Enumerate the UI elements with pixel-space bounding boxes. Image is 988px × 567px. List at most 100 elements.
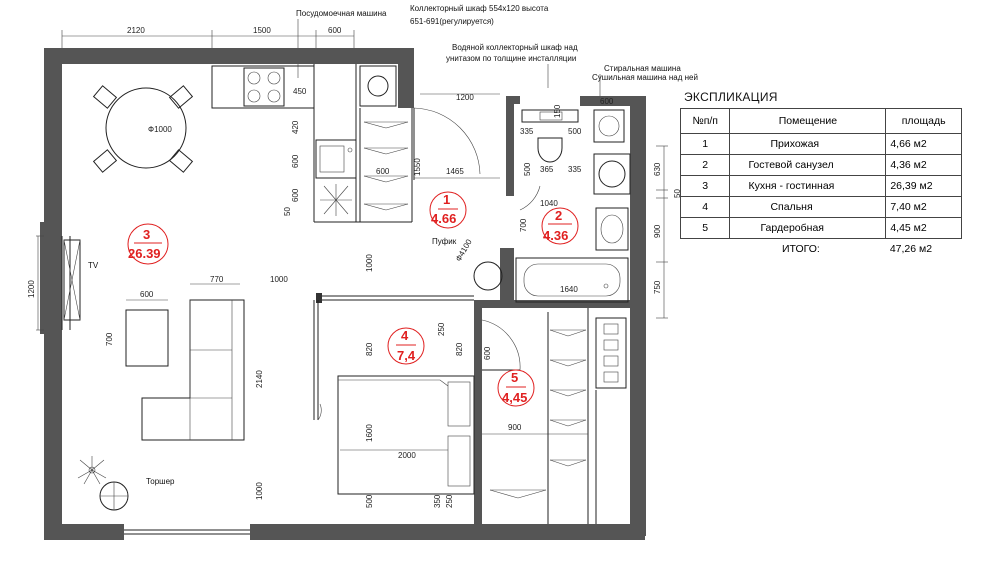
- header-number: №п/п: [679, 108, 731, 134]
- dim-1550: 1550: [413, 158, 422, 176]
- bed-icon: [337, 375, 475, 495]
- dim-600-table: 600: [140, 290, 154, 299]
- table-row: 4 Спальня 7,40 м2: [679, 196, 962, 218]
- dim-820-a: 820: [365, 342, 374, 356]
- dishwasher-label: Посудомоечная машина: [296, 9, 387, 18]
- room-marker-1: 1 4.66: [429, 191, 467, 229]
- total-value: 47,26 м2: [889, 243, 933, 255]
- dim-335-b: 335: [568, 165, 582, 174]
- tv-label: TV: [88, 261, 99, 270]
- dim-335-a: 335: [520, 127, 534, 136]
- row-room: Гостевой санузел: [729, 154, 887, 176]
- room-5-number: 5: [511, 370, 518, 385]
- dim-365: 365: [540, 165, 554, 174]
- floor-lamp-label: Торшер: [146, 477, 175, 486]
- row-number: 5: [679, 217, 731, 239]
- collector-cabinet-label-1: Коллекторный шкаф 554х120 высота: [410, 4, 549, 13]
- dim-phi1000: Ф1000: [148, 125, 172, 134]
- dim-50: 50: [283, 207, 292, 216]
- walls: [40, 48, 646, 540]
- row-room: Прихожая: [729, 133, 887, 155]
- dim-1000-c: 1000: [255, 482, 264, 500]
- dim-1000-a: 1000: [270, 275, 288, 284]
- row-area: 4,66 м2: [885, 133, 962, 155]
- row-room: Кухня - гостинная: [729, 175, 887, 197]
- dim-600-closet: 600: [483, 346, 492, 360]
- living-furniture: 600 700 770 1000 2140 1000 1000: [105, 254, 374, 500]
- dim-1600: 1600: [365, 424, 374, 442]
- dim-2120: 2120: [127, 26, 145, 35]
- room-marker-2: 2 4.36: [541, 207, 579, 245]
- dim-820-b: 820: [455, 342, 464, 356]
- dim-700-table: 700: [105, 332, 114, 346]
- dim-1200-left: 1200: [27, 280, 36, 298]
- bathroom: 1640 335 500 500 365 335 1040 700 150 60…: [515, 97, 631, 303]
- top-dimension-chain: 2120 1500 600: [61, 26, 355, 50]
- pouf-label: Пуфик: [432, 237, 457, 246]
- pouf-icon: [473, 261, 503, 291]
- water-collector-label-1: Водяной коллекторный шкаф над: [452, 43, 578, 52]
- row-room: Гардеробная: [729, 217, 887, 239]
- dim-50-right: 50: [673, 189, 682, 198]
- row-area: 7,40 м2: [885, 196, 962, 218]
- dim-500-a: 500: [568, 127, 582, 136]
- row-area: 4,45 м2: [885, 217, 962, 239]
- dim-750: 750: [653, 280, 662, 294]
- stove-icon: [243, 67, 285, 107]
- row-area: 26,39 м2: [885, 175, 962, 197]
- room-marker-4: 4 7,4: [387, 327, 425, 365]
- dim-1465: 1465: [446, 167, 464, 176]
- dim-900-right: 900: [653, 224, 662, 238]
- header-room: Помещение: [729, 108, 887, 134]
- walk-in-closet: 600 900: [481, 312, 627, 524]
- room-2-number: 2: [555, 208, 562, 223]
- row-room: Спальня: [729, 196, 887, 218]
- dim-250-b: 250: [445, 494, 454, 508]
- washer-label: Стиральная машина: [604, 64, 681, 73]
- room-3-area: 26.39: [128, 246, 161, 261]
- entry-door: 1200 1465: [413, 93, 500, 180]
- dim-phi4100: Ф4100: [454, 237, 474, 263]
- dishwasher-icon: [359, 65, 397, 107]
- washing-machine-icon: [593, 153, 631, 195]
- dim-700-a: 700: [519, 218, 528, 232]
- room-marker-5: 5 4,45: [497, 369, 535, 407]
- table-row: 2 Гостевой санузел 4,36 м2: [679, 154, 962, 176]
- dim-600-a: 600: [291, 154, 300, 168]
- dim-500-b: 500: [523, 162, 532, 176]
- dim-630: 630: [653, 162, 662, 176]
- table-row: 5 Гардеробная 4,45 м2: [679, 217, 962, 239]
- dim-1200-entry: 1200: [456, 93, 474, 102]
- dim-770: 770: [210, 275, 224, 284]
- collector-cabinet-label-2: 651-691(регулируется): [410, 17, 494, 26]
- dim-600-washer: 600: [600, 97, 614, 106]
- bedroom: 2000 1600 820 820 250 250 500 350: [317, 322, 475, 508]
- room-3-number: 3: [143, 227, 150, 242]
- room-2-area: 4.36: [543, 228, 568, 243]
- dim-900-closet: 900: [508, 423, 522, 432]
- dim-150: 150: [553, 104, 562, 118]
- total-label: ИТОГО:: [781, 243, 820, 255]
- dryer-label: Сушильная машина над ней: [592, 73, 698, 82]
- room-1-number: 1: [443, 192, 450, 207]
- row-number: 2: [679, 154, 731, 176]
- dim-500-c: 500: [365, 494, 374, 508]
- dim-250-a: 250: [437, 322, 446, 336]
- room-4-area: 7,4: [397, 348, 416, 363]
- row-number: 3: [679, 175, 731, 197]
- dim-1640: 1640: [560, 285, 578, 294]
- row-number: 1: [679, 133, 731, 155]
- dim-1000-b: 1000: [365, 254, 374, 272]
- left-window: 1200: [27, 235, 71, 331]
- hall-wardrobe: [363, 121, 409, 211]
- row-area: 4,36 м2: [885, 154, 962, 176]
- dim-1500: 1500: [253, 26, 271, 35]
- bathtub-icon: [515, 257, 629, 303]
- dim-1040: 1040: [540, 199, 558, 208]
- header-area: площадь: [885, 108, 962, 134]
- dim-2140: 2140: [255, 370, 264, 388]
- toilet-icon: [537, 137, 563, 163]
- kitchen-sink-icon: [315, 139, 357, 179]
- dim-420: 420: [291, 120, 300, 134]
- row-number: 4: [679, 196, 731, 218]
